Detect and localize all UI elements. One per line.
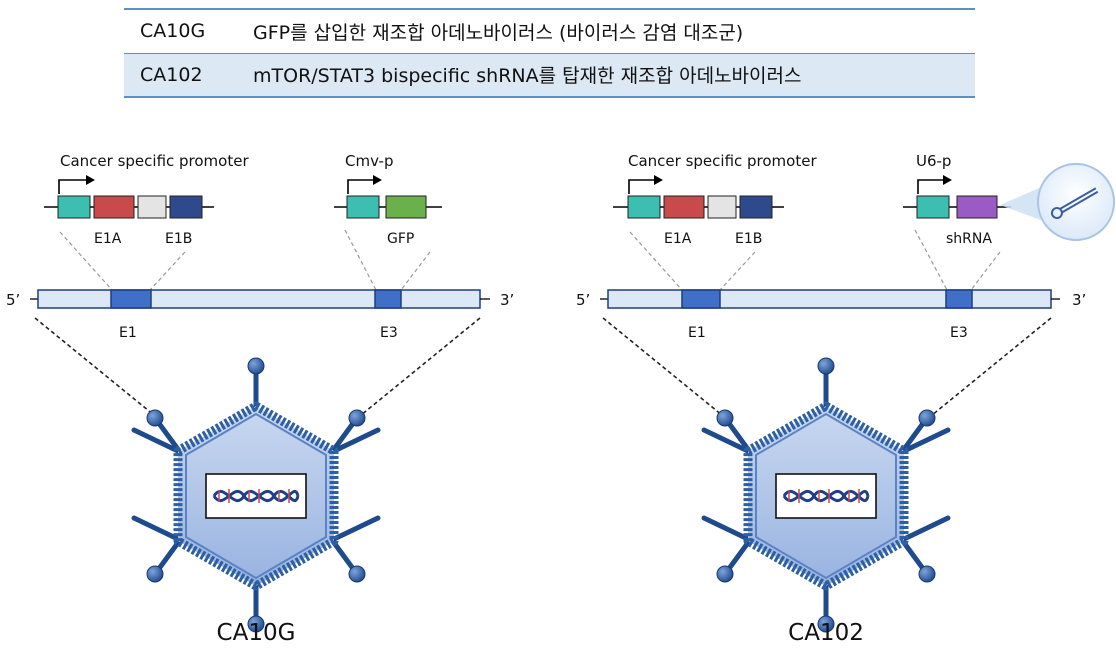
e1a-label: E1A xyxy=(94,231,122,247)
e3-cassette: Cmv-p GFP xyxy=(334,152,442,247)
zoom-line xyxy=(602,317,729,421)
promoter-arrow-icon xyxy=(58,179,88,194)
e1-cassette: Cancer specific promoter E1A E1B xyxy=(44,152,249,247)
five-prime-label: 5’ xyxy=(6,291,20,309)
shrna-box xyxy=(956,195,998,219)
legend-code: CA102 xyxy=(140,63,203,86)
spacer-box xyxy=(137,195,167,219)
e1b-label: E1B xyxy=(165,231,192,247)
legend-description: GFP를 삽입한 재조합 아데노바이러스 (바이러스 감염 대조군) xyxy=(253,21,744,44)
five-prime-label: 5’ xyxy=(576,291,590,309)
genome-bar: 5’ 3’ E1 E3 xyxy=(6,289,514,341)
promoter-box xyxy=(346,195,380,219)
e1b-box xyxy=(169,195,203,219)
legend-table: CA10G GFP를 삽입한 재조합 아데노바이러스 (바이러스 감염 대조군)… xyxy=(124,8,975,98)
u6-promoter-label: U6-p xyxy=(916,152,951,170)
e1a-label: E1A xyxy=(664,231,692,247)
gfp-label: GFP xyxy=(387,231,414,247)
panel-caption: CA102 xyxy=(788,620,864,646)
legend-code: CA10G xyxy=(140,20,206,43)
promoter-arrow-icon xyxy=(347,179,375,194)
promoter-box xyxy=(627,195,661,219)
zoom-line xyxy=(354,317,481,421)
e3-region xyxy=(374,289,402,309)
panel-caption: CA10G xyxy=(217,620,296,646)
promoter-box xyxy=(57,195,91,219)
e1b-label: E1B xyxy=(735,231,762,247)
e1a-box xyxy=(93,195,135,219)
e1-region xyxy=(110,289,152,309)
promoter-box xyxy=(916,195,950,219)
callout-beam xyxy=(1000,185,1046,222)
shrna-hairpin-icon xyxy=(1037,163,1115,241)
legend-row-ca102: CA102 mTOR/STAT3 bispecific shRNA를 탑재한 재… xyxy=(124,53,975,97)
cmv-promoter-label: Cmv-p xyxy=(345,152,394,170)
three-prime-label: 3’ xyxy=(1072,291,1086,309)
genome-bar: 5’ 3’ E1 E3 xyxy=(576,289,1086,341)
cassette-connectors xyxy=(59,229,431,291)
panel-ca102: Cancer specific promoter E1A E1B U6-p sh… xyxy=(576,152,1115,646)
panel-ca10g: Cancer specific promoter E1A E1B Cmv-p G… xyxy=(6,152,514,646)
e3-cassette: U6-p shRNA xyxy=(903,152,1115,247)
promoter-arrow-icon xyxy=(917,179,945,194)
e1-region xyxy=(681,289,721,309)
e1b-box xyxy=(739,195,773,219)
adenovirus-icon xyxy=(701,357,951,633)
legend-row-ca10g: CA10G GFP를 삽입한 재조합 아데노바이러스 (바이러스 감염 대조군) xyxy=(124,9,975,53)
promoter-arrow-icon xyxy=(628,179,656,194)
dna-icon xyxy=(782,489,870,503)
e1-cassette: Cancer specific promoter E1A E1B xyxy=(613,152,817,247)
cassette-connectors xyxy=(629,229,1001,291)
three-prime-label: 3’ xyxy=(500,291,514,309)
adenovirus-icon xyxy=(131,357,381,633)
e1-label: E1 xyxy=(119,325,137,341)
e3-label: E3 xyxy=(950,325,968,341)
promoter-label: Cancer specific promoter xyxy=(60,152,249,170)
e3-label: E3 xyxy=(380,325,398,341)
e1a-box xyxy=(663,195,705,219)
e1-label: E1 xyxy=(688,325,706,341)
zoom-line xyxy=(34,317,161,421)
spacer-box xyxy=(707,195,737,219)
e3-region xyxy=(945,289,973,309)
gfp-box xyxy=(385,195,427,219)
shrna-label: shRNA xyxy=(946,231,992,247)
promoter-label: Cancer specific promoter xyxy=(628,152,817,170)
zoom-line xyxy=(925,317,1052,421)
legend-description: mTOR/STAT3 bispecific shRNA를 탑재한 재조합 아데노… xyxy=(253,65,802,88)
dna-icon xyxy=(212,489,300,503)
